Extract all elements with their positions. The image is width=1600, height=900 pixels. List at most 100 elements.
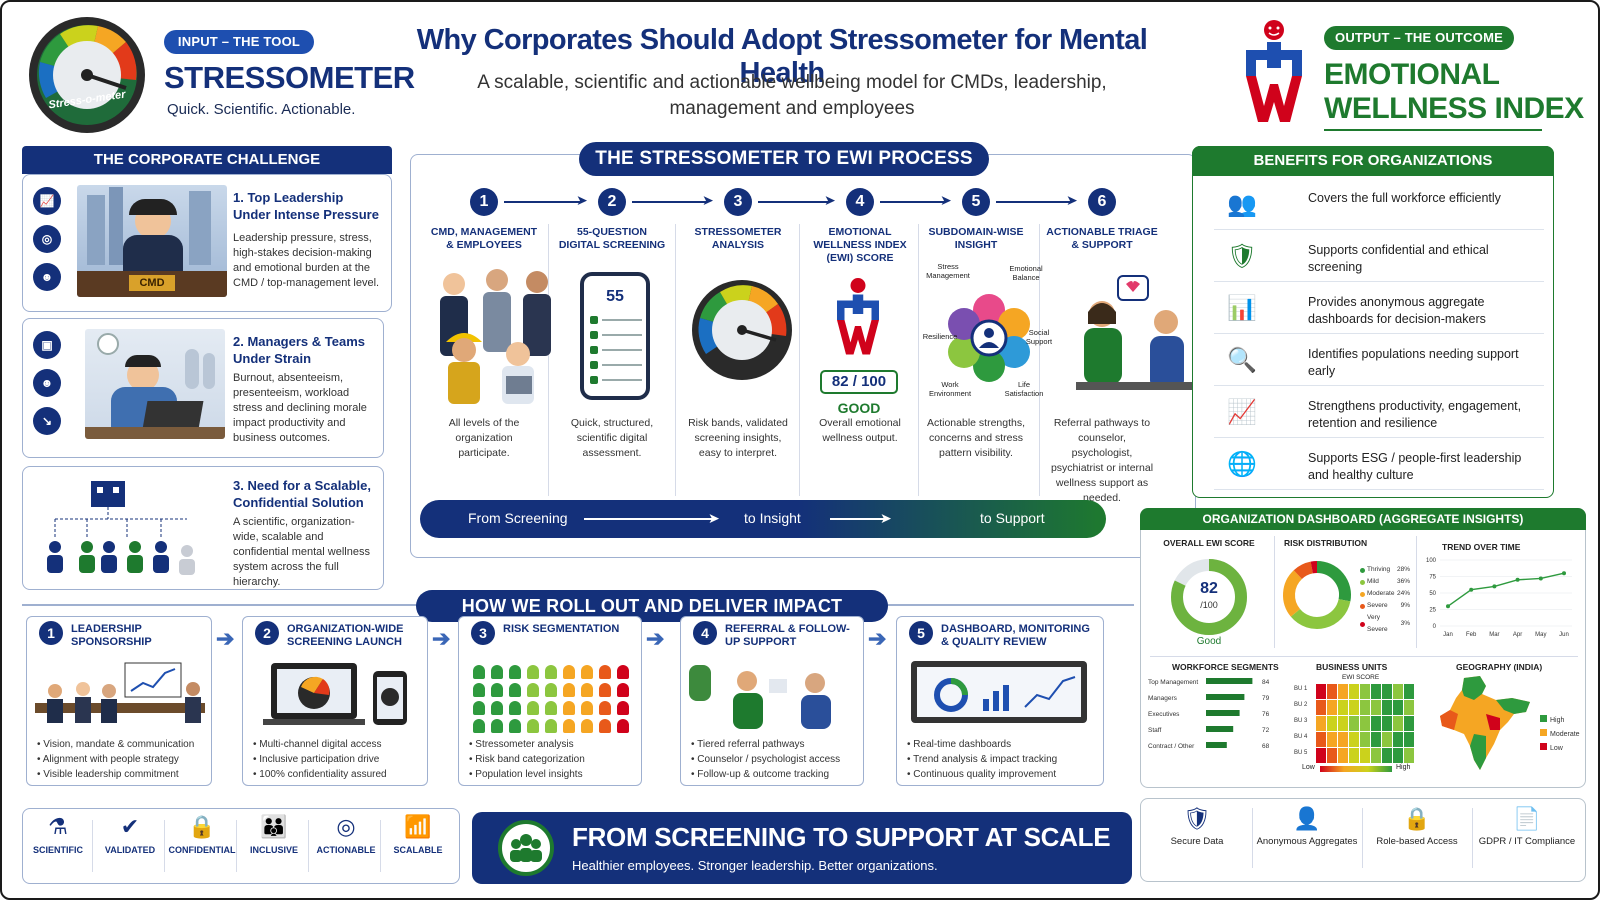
person-icon bbox=[491, 701, 503, 715]
y-tick-label: 75 bbox=[1429, 575, 1436, 581]
person-icon bbox=[509, 683, 521, 697]
person-icon bbox=[527, 719, 539, 733]
overall-ewi-title: OVERALL EWI SCORE bbox=[1163, 538, 1255, 548]
benefit-item: 👥Covers the full workforce efficiently bbox=[1214, 182, 1544, 230]
shield-check-icon: ✔ bbox=[120, 814, 140, 839]
rollout-bullet: Follow-up & outcome tracking bbox=[691, 767, 840, 782]
segment-value: 79 bbox=[1262, 695, 1270, 702]
rollout-bullet: Tiered referral pathways bbox=[691, 737, 840, 752]
rollout-step-title: LEADERSHIP SPONSORSHIP bbox=[71, 623, 152, 648]
person-icon bbox=[473, 665, 485, 679]
heatmap-scale bbox=[1320, 766, 1392, 772]
person-icon bbox=[617, 701, 629, 715]
heatmap-cell bbox=[1371, 732, 1381, 747]
segment-bar bbox=[1206, 742, 1227, 748]
benefit-text: Identifies populations needing support e… bbox=[1308, 347, 1519, 378]
challenge-1-title: 1. Top Leadership Under Intense Pressure bbox=[233, 190, 379, 222]
challenge-3-title: 3. Need for a Scalable, Confidential Sol… bbox=[233, 478, 372, 510]
person-icon bbox=[599, 719, 611, 733]
security-label: Role-based Access bbox=[1376, 836, 1458, 847]
rollout-bullet: Counselor / psychologist access bbox=[691, 752, 840, 767]
security-divider bbox=[1252, 808, 1253, 868]
value-divider bbox=[308, 820, 309, 872]
value-divider bbox=[164, 820, 165, 872]
person-icon bbox=[581, 701, 593, 715]
challenge-2-desc: Burnout, absenteeism, presenteeism, work… bbox=[233, 372, 367, 444]
process-step-1-number: 1 bbox=[470, 188, 498, 216]
segment-value: 72 bbox=[1262, 727, 1270, 734]
y-tick-label: 50 bbox=[1429, 591, 1436, 597]
business-units-heatmap: BU 1BU 2BU 3BU 4BU 5 bbox=[1294, 684, 1414, 763]
segment-value: 84 bbox=[1262, 679, 1270, 686]
rollout-bullet: Multi-channel digital access bbox=[253, 737, 387, 752]
heatmap-cell bbox=[1327, 748, 1337, 763]
value-label: ACTIONABLE bbox=[316, 845, 376, 855]
heatmap-cell bbox=[1327, 700, 1337, 715]
heatmap-cell bbox=[1382, 732, 1392, 747]
x-tick-label: Feb bbox=[1466, 632, 1477, 638]
person-icon bbox=[527, 701, 539, 715]
trend-line bbox=[1447, 572, 1565, 607]
process-arrow-3 bbox=[758, 201, 830, 203]
heatmap-cell bbox=[1404, 732, 1414, 747]
risk-legend-label: Moderate bbox=[1367, 590, 1395, 597]
rollout-step-number: 2 bbox=[255, 621, 279, 645]
heatmap-cell bbox=[1327, 716, 1337, 731]
person-icon bbox=[473, 701, 485, 715]
risk-legend-value: 28% bbox=[1396, 566, 1410, 573]
arrow-right-icon: ➤ bbox=[940, 192, 952, 208]
heatmap-row-label: BU 4 bbox=[1294, 734, 1308, 740]
outcome-line1: EMOTIONAL bbox=[1324, 58, 1500, 91]
rollout-bullet: Continuous quality improvement bbox=[907, 767, 1057, 782]
heatmap-cell bbox=[1382, 748, 1392, 763]
x-tick-label: Mar bbox=[1489, 632, 1499, 638]
risk-legend-value: 36% bbox=[1396, 578, 1410, 585]
security-label: GDPR / IT Compliance bbox=[1478, 836, 1576, 847]
heatmap-cell bbox=[1349, 716, 1359, 731]
security-label: Secure Data bbox=[1170, 836, 1224, 847]
heatmap-cell bbox=[1316, 716, 1326, 731]
person-icon bbox=[509, 719, 521, 733]
person-icon bbox=[581, 683, 593, 697]
heatmap-cell bbox=[1327, 732, 1337, 747]
challenge-3-desc: A scientific, organization-wide, scalabl… bbox=[233, 516, 370, 588]
geo-legend-high: High bbox=[1550, 717, 1565, 724]
flask-icon: ⚗ bbox=[48, 814, 68, 839]
process-step-3-title: STRESSOMETER ANALYSIS bbox=[694, 226, 782, 251]
rollout-step-title: DASHBOARD, MONITORING & QUALITY REVIEW bbox=[941, 623, 1090, 648]
heatmap-cell bbox=[1360, 684, 1370, 699]
people-group-icon: 👥 bbox=[1227, 191, 1257, 218]
tool-name: STRESSOMETER bbox=[164, 60, 415, 95]
output-pill: OUTPUT – THE OUTCOME bbox=[1324, 26, 1514, 50]
person-icon bbox=[581, 665, 593, 679]
heatmap-cell bbox=[1404, 700, 1414, 715]
heatmap-cell bbox=[1349, 700, 1359, 715]
y-tick-label: 100 bbox=[1426, 558, 1437, 564]
process-step-1-desc: All levels of the organization participa… bbox=[448, 417, 520, 459]
segment-label: Staff bbox=[1148, 727, 1161, 734]
process-step-2-title: 55-QUESTION DIGITAL SCREENING bbox=[558, 226, 666, 251]
geography-title: GEOGRAPHY (INDIA) bbox=[1456, 662, 1543, 672]
heatmap-cell bbox=[1316, 700, 1326, 715]
risk-slice-thriving bbox=[1316, 561, 1351, 602]
legend-swatch bbox=[1360, 621, 1365, 627]
segment-bar bbox=[1206, 694, 1245, 700]
heatmap-cell bbox=[1404, 684, 1414, 699]
legend-swatch bbox=[1360, 603, 1365, 609]
risk-slice-severe bbox=[1293, 561, 1314, 580]
team-illustration bbox=[432, 264, 562, 404]
segment-label: Top Management bbox=[1148, 679, 1198, 686]
heatmap-high-label: High bbox=[1396, 764, 1411, 771]
heatmap-cell bbox=[1316, 748, 1326, 763]
value-label: SCIENTIFIC bbox=[32, 845, 83, 855]
person-icon bbox=[581, 719, 593, 733]
cmd-plate: CMD bbox=[129, 275, 175, 291]
rollout-step-number: 5 bbox=[909, 621, 933, 645]
risk-legend-value: 9% bbox=[1400, 602, 1410, 609]
process-arrow-2 bbox=[632, 201, 708, 203]
